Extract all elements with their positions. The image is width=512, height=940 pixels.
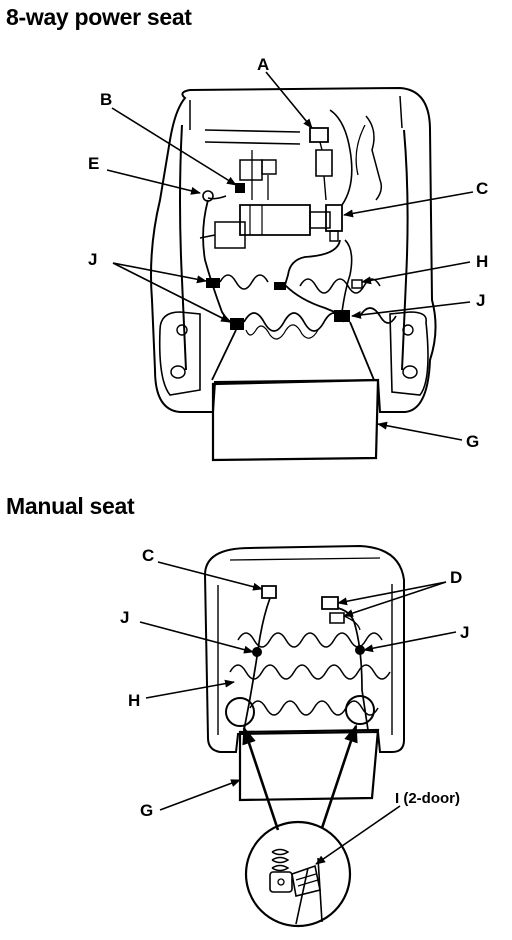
- power-label-h: H: [476, 252, 489, 271]
- power-spring-upper: [220, 275, 380, 293]
- manual-spring-row-2: [230, 665, 390, 679]
- power-label-j-left: J: [88, 250, 98, 269]
- manual-seat-outline: [205, 546, 404, 752]
- power-seat-title: 8-way power seat: [6, 4, 192, 30]
- power-leaders: [107, 72, 473, 440]
- power-label-e: E: [88, 154, 100, 173]
- manual-leaders: [140, 562, 456, 864]
- manual-label-d: D: [450, 568, 463, 587]
- power-label-c: C: [476, 179, 489, 198]
- power-front-panel: [213, 380, 378, 460]
- power-harness-left: [203, 200, 236, 325]
- manual-label-g: G: [140, 801, 154, 820]
- power-seat-outline: [151, 88, 436, 412]
- detail-circle: [246, 822, 350, 926]
- power-label-a: A: [257, 55, 270, 74]
- manual-spring-row-1: [238, 633, 382, 647]
- power-label-g: G: [466, 432, 480, 451]
- power-label-b: B: [100, 90, 113, 109]
- manual-label-j-left: J: [120, 608, 130, 627]
- power-label-j-right: J: [476, 291, 486, 310]
- manual-seat-title: Manual seat: [6, 493, 135, 519]
- power-harness-center: [285, 240, 342, 315]
- manual-spring-row-3: [250, 701, 378, 715]
- power-spring-lower: [244, 308, 396, 331]
- manual-seat-drawing: [205, 546, 404, 926]
- manual-label-h: H: [128, 691, 141, 710]
- manual-label-i: I (2-door): [395, 790, 460, 807]
- manual-label-j-right: J: [460, 623, 470, 642]
- power-seat-drawing: [151, 88, 436, 460]
- detail-arrows: [242, 724, 358, 830]
- manual-front-panel: [240, 730, 378, 800]
- manual-label-c: C: [142, 546, 155, 565]
